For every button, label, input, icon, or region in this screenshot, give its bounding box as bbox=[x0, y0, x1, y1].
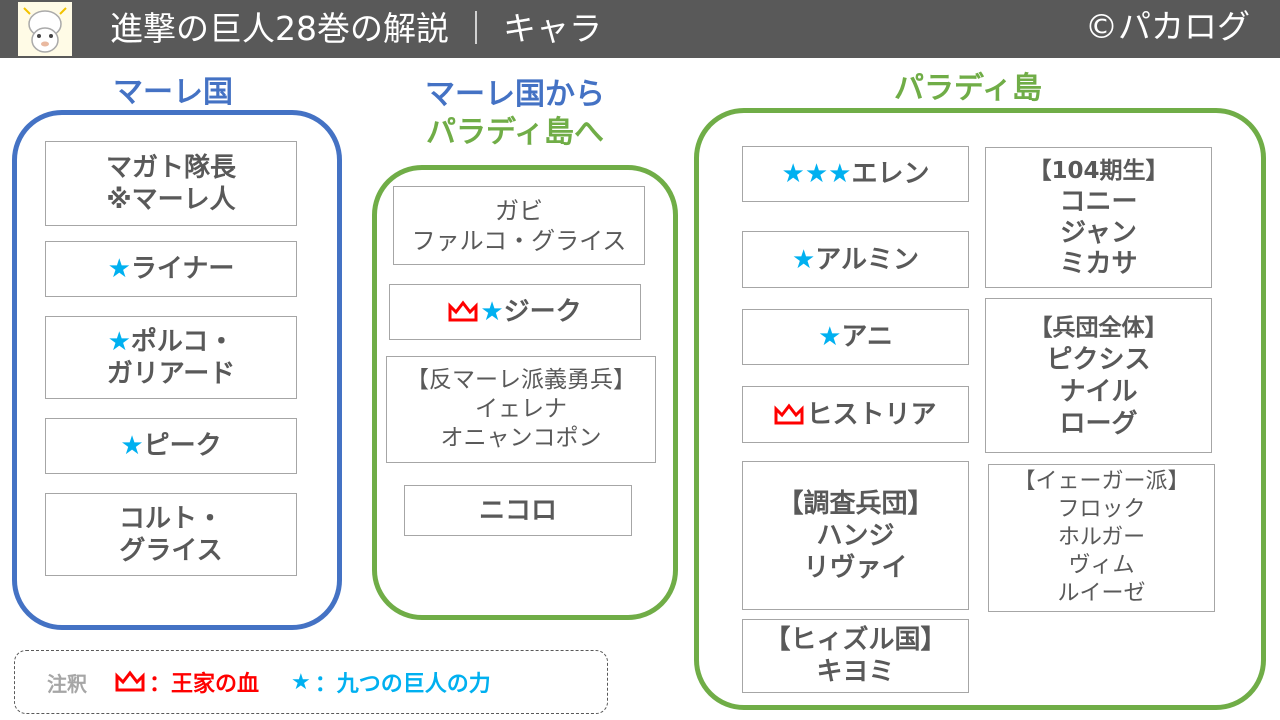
card-survey-corps: 【調査兵団】 ハンジ リヴァイ bbox=[742, 461, 969, 610]
card-volunteers: 【反マーレ派義勇兵】 イェレナ オニャンコポン bbox=[386, 356, 656, 463]
card-line: アルミン bbox=[815, 244, 920, 275]
card-yeagerists: 【イェーガー派】 フロック ホルガー ヴィム ルイーゼ bbox=[988, 464, 1215, 612]
card-line: 【イェーガー派】 bbox=[1013, 469, 1190, 494]
card-line: ガリアード bbox=[106, 358, 236, 389]
group-title-marley: マーレ国 bbox=[113, 75, 233, 110]
card-line: ジャン bbox=[1060, 217, 1137, 248]
card-line: キヨミ bbox=[816, 657, 895, 687]
header-bar: 進撃の巨人28巻の解説 ｜ キャラ ©パカログ bbox=[0, 0, 1280, 58]
card-line: コルト・ bbox=[118, 503, 223, 534]
card-line: コニー bbox=[1059, 186, 1138, 217]
card-gabi-falco: ガビ ファルコ・グライス bbox=[393, 186, 645, 265]
star-icon: ★ bbox=[107, 254, 131, 284]
card-reiner: ★ライナー bbox=[45, 241, 297, 297]
card-porco: ★ポルコ・ ガリアード bbox=[45, 316, 297, 399]
card-niccolo: ニコロ bbox=[404, 485, 632, 536]
card-line: イェレナ bbox=[475, 396, 567, 422]
site-credit: ©パカログ bbox=[1085, 7, 1250, 46]
star-icon: ★ bbox=[480, 297, 504, 327]
card-line: ピクシス bbox=[1046, 344, 1151, 375]
legend-star-text: ：九つの巨人の力 bbox=[314, 672, 491, 697]
card-line: 【104期生】 bbox=[1028, 157, 1169, 184]
card-line: ※マーレ人 bbox=[106, 184, 236, 215]
card-line: エレン bbox=[851, 159, 930, 189]
card-eren: ★★★エレン bbox=[742, 146, 969, 202]
card-line: ライナー bbox=[130, 254, 235, 284]
group-title-line2: パラディ島へ bbox=[426, 115, 604, 150]
card-line: ジーク bbox=[503, 297, 582, 327]
page-title: 進撃の巨人28巻の解説 ｜ キャラ bbox=[110, 9, 602, 48]
card-colt: コルト・ グライス bbox=[45, 493, 297, 576]
card-line: グライス bbox=[119, 535, 223, 566]
star-icon: ★ bbox=[107, 326, 131, 357]
card-line: フロック bbox=[1057, 497, 1146, 522]
card-zeke: ★ジーク bbox=[389, 284, 641, 340]
card-104th: 【104期生】 コニー ジャン ミカサ bbox=[985, 147, 1212, 288]
card-line: マガト隊長 bbox=[105, 152, 236, 183]
card-pieck: ★ピーク bbox=[45, 418, 297, 474]
card-armin: ★アルミン bbox=[742, 231, 969, 288]
star-icon: ★★★ bbox=[781, 159, 852, 189]
card-line: オニャンコポン bbox=[440, 425, 602, 451]
card-line: ローグ bbox=[1059, 408, 1138, 439]
card-line: ハンジ bbox=[816, 520, 895, 551]
card-line: ホルガー bbox=[1057, 525, 1146, 550]
card-line: ポルコ・ bbox=[130, 326, 235, 357]
card-hizuru: 【ヒィズル国】 キヨミ bbox=[742, 619, 969, 693]
star-icon: ★ bbox=[120, 431, 144, 461]
card-line: ルイーゼ bbox=[1057, 581, 1146, 606]
group-title-line1: マーレ国から bbox=[425, 77, 605, 112]
card-line: 【ヒィズル国】 bbox=[764, 625, 947, 655]
crown-icon bbox=[774, 403, 804, 424]
card-magath: マガト隊長 ※マーレ人 bbox=[45, 141, 297, 226]
star-icon: ★ bbox=[791, 244, 816, 275]
legend-crown-text: ：王家の血 bbox=[149, 672, 260, 697]
card-line: 【調査兵団】 bbox=[777, 488, 934, 519]
star-icon: ★ bbox=[818, 322, 842, 352]
crown-icon bbox=[115, 670, 145, 692]
card-line: ナイル bbox=[1059, 376, 1138, 407]
card-annie: ★アニ bbox=[742, 309, 969, 365]
card-line: リヴァイ bbox=[803, 552, 908, 583]
card-line: ガビ bbox=[495, 196, 543, 225]
card-line: ニコロ bbox=[478, 495, 557, 526]
card-historia: ヒストリア bbox=[742, 386, 969, 443]
card-line: ミカサ bbox=[1059, 248, 1138, 279]
card-line: ヒストリア bbox=[806, 399, 937, 430]
card-line: 【反マーレ派義勇兵】 bbox=[406, 367, 636, 393]
star-icon: ★ bbox=[291, 669, 311, 695]
card-military: 【兵団全体】 ピクシス ナイル ローグ bbox=[985, 298, 1212, 453]
group-title-paradis: パラディ島 bbox=[894, 71, 1042, 106]
alpaca-mascot-icon bbox=[18, 2, 72, 56]
card-line: ファルコ・グライス bbox=[411, 226, 627, 255]
card-line: アニ bbox=[841, 322, 893, 352]
legend-label: 注釈 bbox=[47, 671, 87, 696]
card-line: ヴィム bbox=[1068, 553, 1135, 578]
crown-icon bbox=[448, 300, 478, 322]
card-line: ピーク bbox=[143, 431, 222, 461]
card-line: 【兵団全体】 bbox=[1029, 314, 1168, 341]
group-title-marley-to-paradis: マーレ国から パラディ島へ bbox=[400, 76, 630, 152]
legend-box: 注釈 ：王家の血 ★ ：九つの巨人の力 bbox=[14, 650, 608, 714]
